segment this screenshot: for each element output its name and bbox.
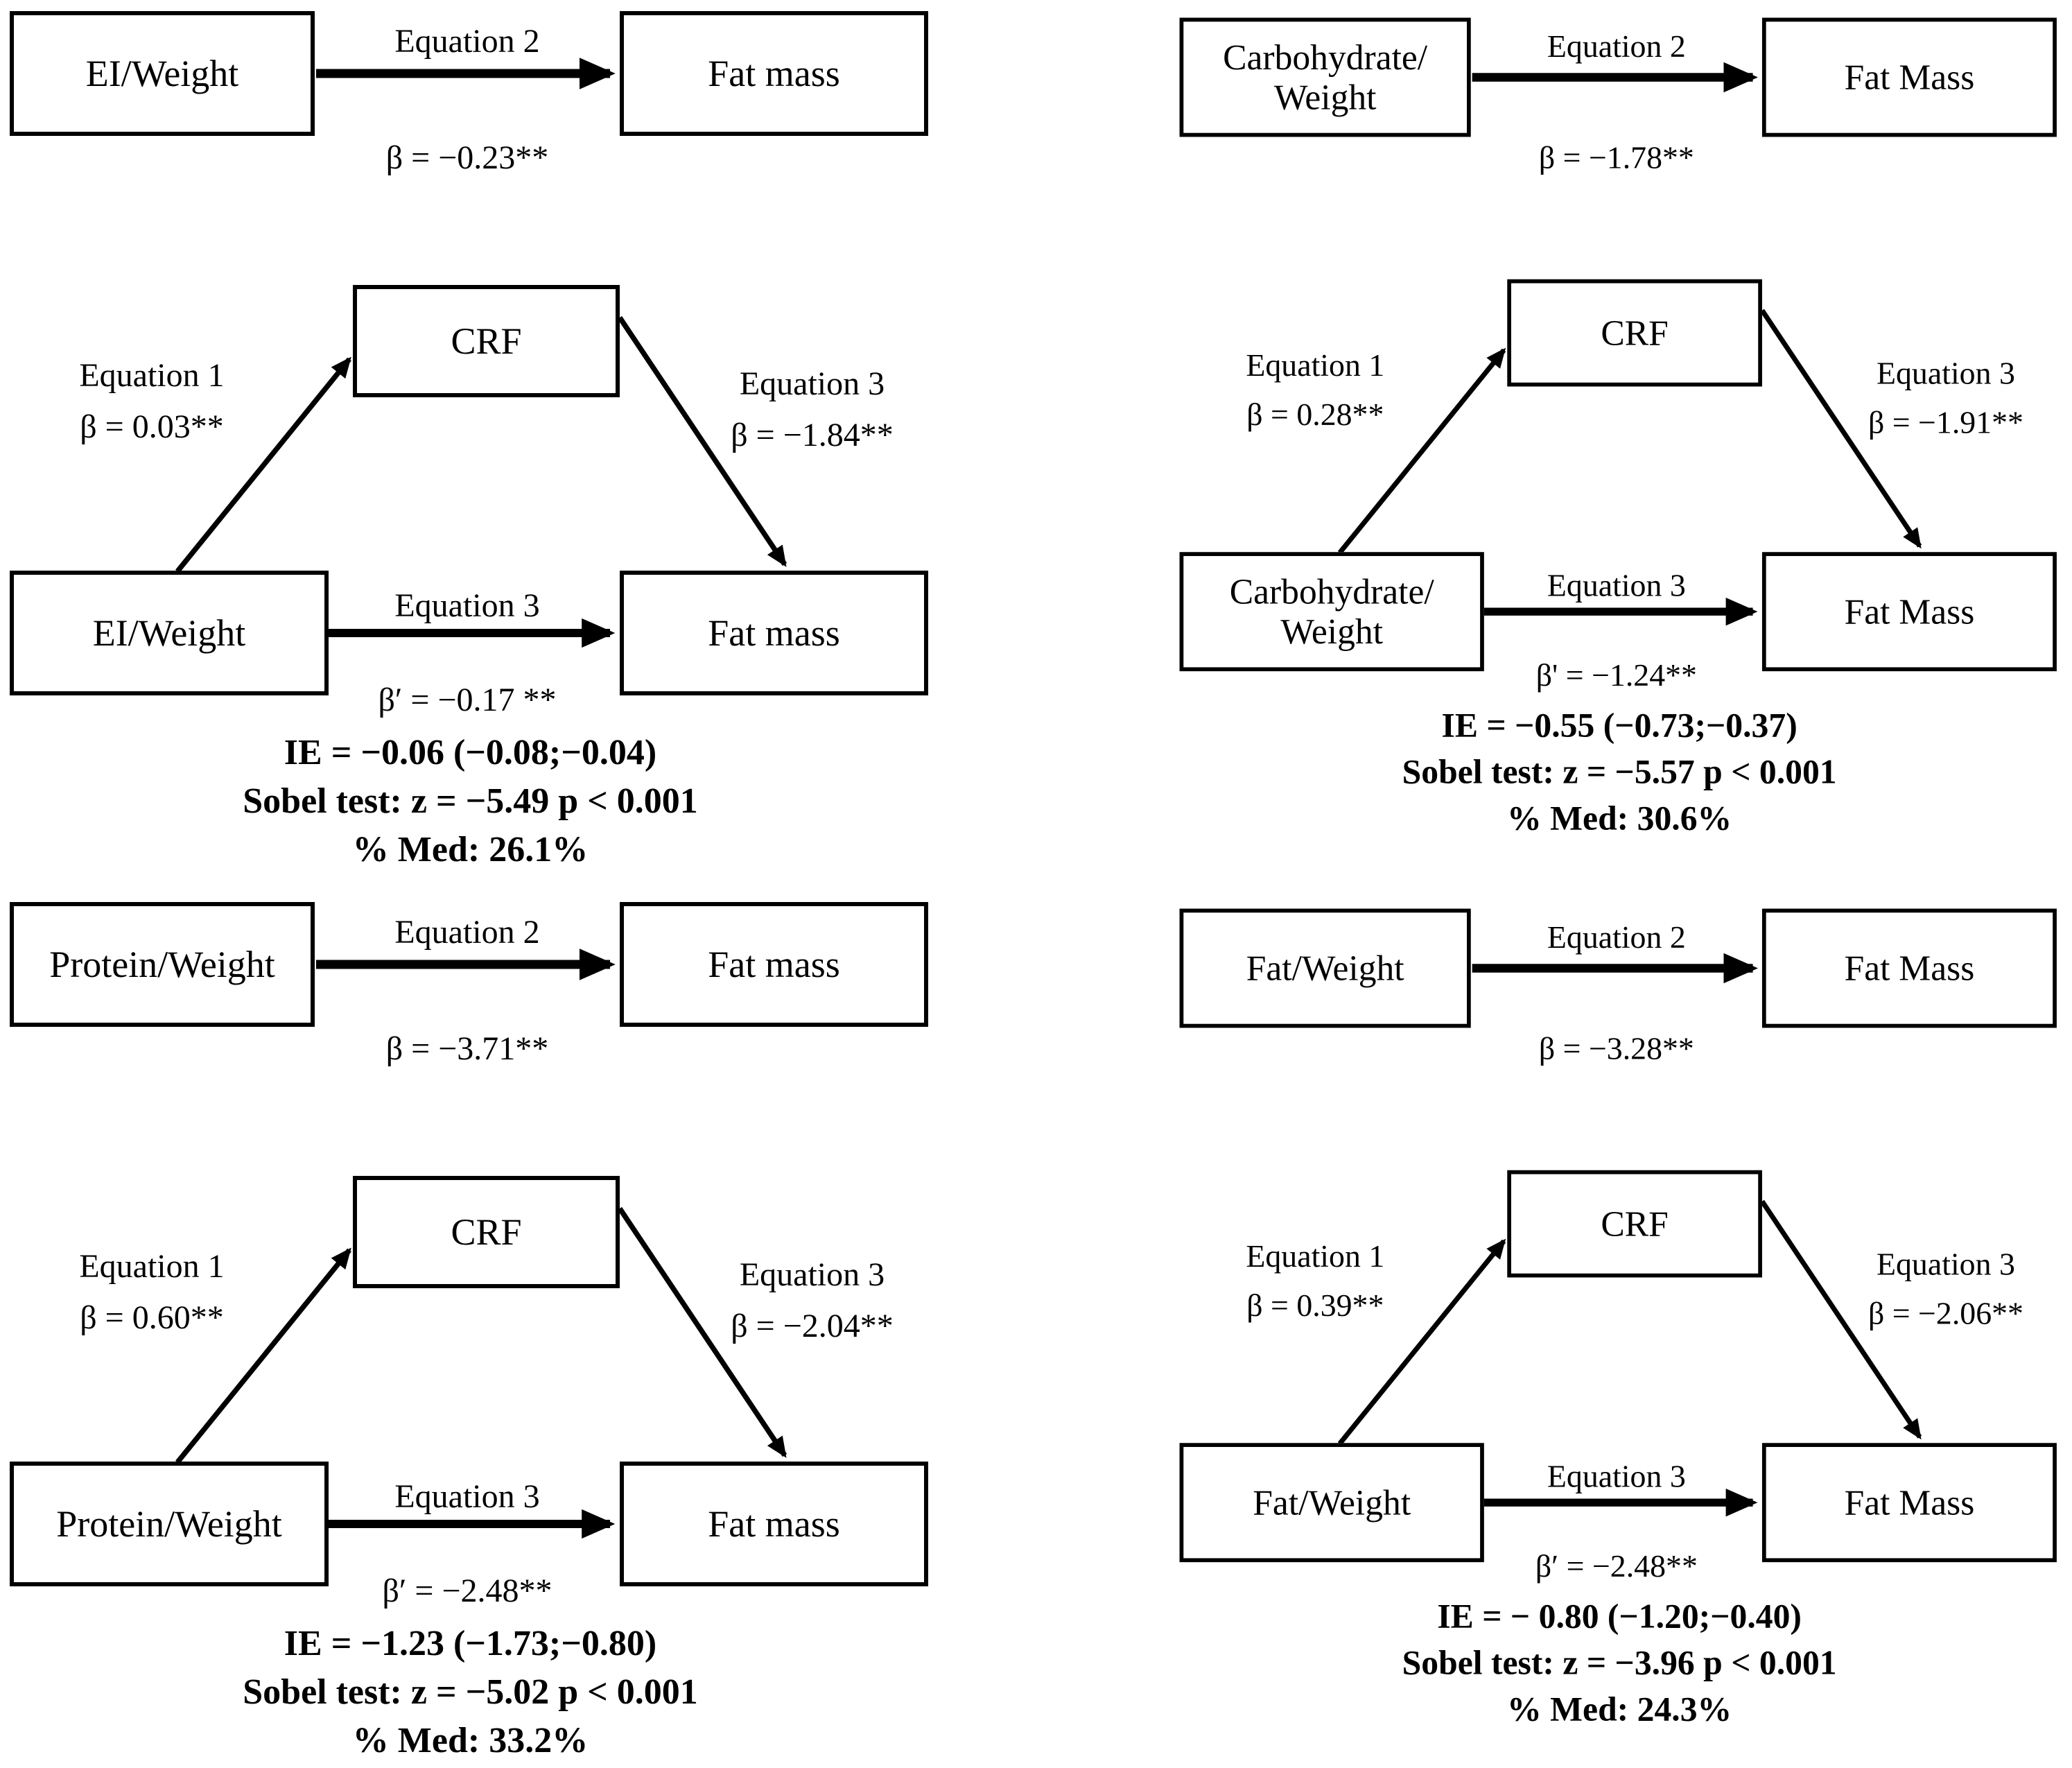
mediation-predictor-label: Carbohydrate/ Weight xyxy=(1229,571,1434,652)
sobel-test-line: Sobel test: z = −5.49 p < 0.001 xyxy=(243,781,698,821)
equation3-direct-label: Equation 3 xyxy=(394,1478,540,1515)
equation3-b-beta-label: β = −1.91** xyxy=(1868,405,2023,440)
mediator-box: CRF xyxy=(353,285,620,397)
equation1-beta-label: β = 0.60** xyxy=(80,1299,224,1336)
direct-beta-label: β′ = −2.48** xyxy=(1535,1549,1698,1584)
equation1-label: Equation 1 xyxy=(1246,1239,1385,1274)
equation1-label: Equation 1 xyxy=(79,1248,225,1285)
equation1-label: Equation 1 xyxy=(79,357,225,394)
arrows-graphic xyxy=(1337,953,1922,1517)
arrows-graphic xyxy=(175,948,787,1539)
mediation-predictor-label: Fat/Weight xyxy=(1253,1482,1411,1523)
equation2-label: Equation 2 xyxy=(1547,28,1686,64)
equation1-beta-label: β = 0.03** xyxy=(80,408,224,445)
predictor-box: Fat/Weight xyxy=(1179,908,1471,1028)
equation3-direct-label: Equation 3 xyxy=(394,587,540,624)
mediation-outcome-box: Fat Mass xyxy=(1761,552,2057,672)
equation3-b-label: Equation 3 xyxy=(739,365,885,402)
predictor-box: Protein/Weight xyxy=(10,902,315,1027)
percent-mediated-line: % Med: 24.3% xyxy=(1507,1690,1732,1728)
mediation-predictor-label: Protein/Weight xyxy=(56,1502,282,1545)
sobel-test-line: Sobel test: z = −5.02 p < 0.001 xyxy=(243,1672,698,1712)
mediation-outcome-box: Fat mass xyxy=(620,1462,928,1586)
mediation-predictor-box: Fat/Weight xyxy=(1179,1443,1484,1563)
indirect-effect-line: IE = −0.55 (−0.73;−0.37) xyxy=(1441,707,1797,745)
equation2-label: Equation 2 xyxy=(394,23,540,60)
predictor-label: EI/Weight xyxy=(85,52,239,94)
mediation-predictor-box: Protein/Weight xyxy=(10,1462,329,1586)
predictor-box: EI/Weight xyxy=(10,11,315,136)
arrows-graphic xyxy=(175,58,787,648)
predictor-box: Carbohydrate/ Weight xyxy=(1179,17,1471,137)
mediation-panel-bottom-right: Fat/Weight Fat Mass Equation 2 β = −3.28… xyxy=(1173,902,2066,1735)
equation3-direct-label: Equation 3 xyxy=(1547,568,1686,603)
direct-beta-label: β′ = −0.17 ** xyxy=(378,682,557,718)
mediator-label: CRF xyxy=(451,320,522,362)
mediation-outcome-label: Fat mass xyxy=(708,1502,840,1545)
equation2-beta-label: β = −1.78** xyxy=(1538,140,1694,175)
mediator-box: CRF xyxy=(1507,279,1762,387)
outcome-box: Fat Mass xyxy=(1761,17,2057,137)
percent-mediated-line: % Med: 33.2% xyxy=(352,1721,589,1760)
equation3-b-beta-label: β = −2.06** xyxy=(1868,1296,2023,1331)
equation1-beta-label: β = 0.39** xyxy=(1246,1288,1384,1324)
indirect-effect-line: IE = − 0.80 (−1.20;−0.40) xyxy=(1437,1597,1802,1636)
outcome-box: Fat Mass xyxy=(1761,908,2057,1028)
predictor-label: Carbohydrate/ Weight xyxy=(1223,37,1428,117)
predictor-label: Protein/Weight xyxy=(49,943,275,985)
mediation-outcome-label: Fat mass xyxy=(708,612,840,654)
outcome-label: Fat Mass xyxy=(1844,57,1975,97)
mediation-predictor-box: Carbohydrate/ Weight xyxy=(1179,552,1484,672)
predictor-label: Fat/Weight xyxy=(1246,948,1404,988)
sobel-test-line: Sobel test: z = −3.96 p < 0.001 xyxy=(1402,1644,1837,1682)
outcome-label: Fat Mass xyxy=(1844,948,1975,988)
equation2-label: Equation 2 xyxy=(394,914,540,951)
equation3-direct-label: Equation 3 xyxy=(1547,1459,1686,1494)
sobel-test-line: Sobel test: z = −5.57 p < 0.001 xyxy=(1402,753,1837,791)
percent-mediated-line: % Med: 26.1% xyxy=(352,830,589,869)
equation3-b-label: Equation 3 xyxy=(1877,356,2015,392)
equation1-beta-label: β = 0.28** xyxy=(1246,397,1384,433)
equation3-b-beta-label: β = −1.84** xyxy=(731,417,894,453)
equation1-label: Equation 1 xyxy=(1246,348,1385,383)
mediator-label: CRF xyxy=(1601,1204,1669,1244)
mediation-panel-bottom-left: Protein/Weight Fat mass Equation 2 β = −… xyxy=(3,895,938,1768)
equation2-beta-label: β = −3.71** xyxy=(385,1030,549,1067)
indirect-effect-line: IE = −1.23 (−1.73;−0.80) xyxy=(284,1624,657,1663)
outcome-box: Fat mass xyxy=(620,902,928,1027)
mediation-outcome-label: Fat Mass xyxy=(1844,1482,1975,1523)
mediator-label: CRF xyxy=(451,1211,522,1253)
direct-beta-label: β′ = −2.48** xyxy=(382,1572,552,1609)
arrows-graphic xyxy=(1337,62,1922,626)
outcome-box: Fat mass xyxy=(620,11,928,136)
mediation-panel-top-right: Carbohydrate/ Weight Fat Mass Equation 2… xyxy=(1173,11,2066,844)
equation3-b-beta-label: β = −2.04** xyxy=(731,1308,894,1344)
outcome-label: Fat mass xyxy=(708,943,840,985)
mediator-box: CRF xyxy=(1507,1170,1762,1278)
mediation-predictor-label: EI/Weight xyxy=(92,612,246,654)
mediation-outcome-label: Fat Mass xyxy=(1844,591,1975,632)
equation2-beta-label: β = −3.28** xyxy=(1538,1031,1694,1066)
mediation-outcome-box: Fat Mass xyxy=(1761,1443,2057,1563)
equation3-b-label: Equation 3 xyxy=(1877,1247,2015,1283)
indirect-effect-line: IE = −0.06 (−0.08;−0.04) xyxy=(284,733,657,772)
equation3-b-label: Equation 3 xyxy=(739,1256,885,1293)
outcome-label: Fat mass xyxy=(708,52,840,94)
equation2-beta-label: β = −0.23** xyxy=(385,139,549,176)
mediation-outcome-box: Fat mass xyxy=(620,571,928,695)
mediation-predictor-box: EI/Weight xyxy=(10,571,329,695)
equation2-label: Equation 2 xyxy=(1547,919,1686,955)
mediator-box: CRF xyxy=(353,1176,620,1288)
percent-mediated-line: % Med: 30.6% xyxy=(1507,799,1732,838)
mediation-panel-top-left: EI/Weight Fat mass Equation 2 β = −0.23*… xyxy=(3,4,938,877)
direct-beta-label: β' = −1.24** xyxy=(1535,658,1697,693)
mediator-label: CRF xyxy=(1601,313,1669,353)
